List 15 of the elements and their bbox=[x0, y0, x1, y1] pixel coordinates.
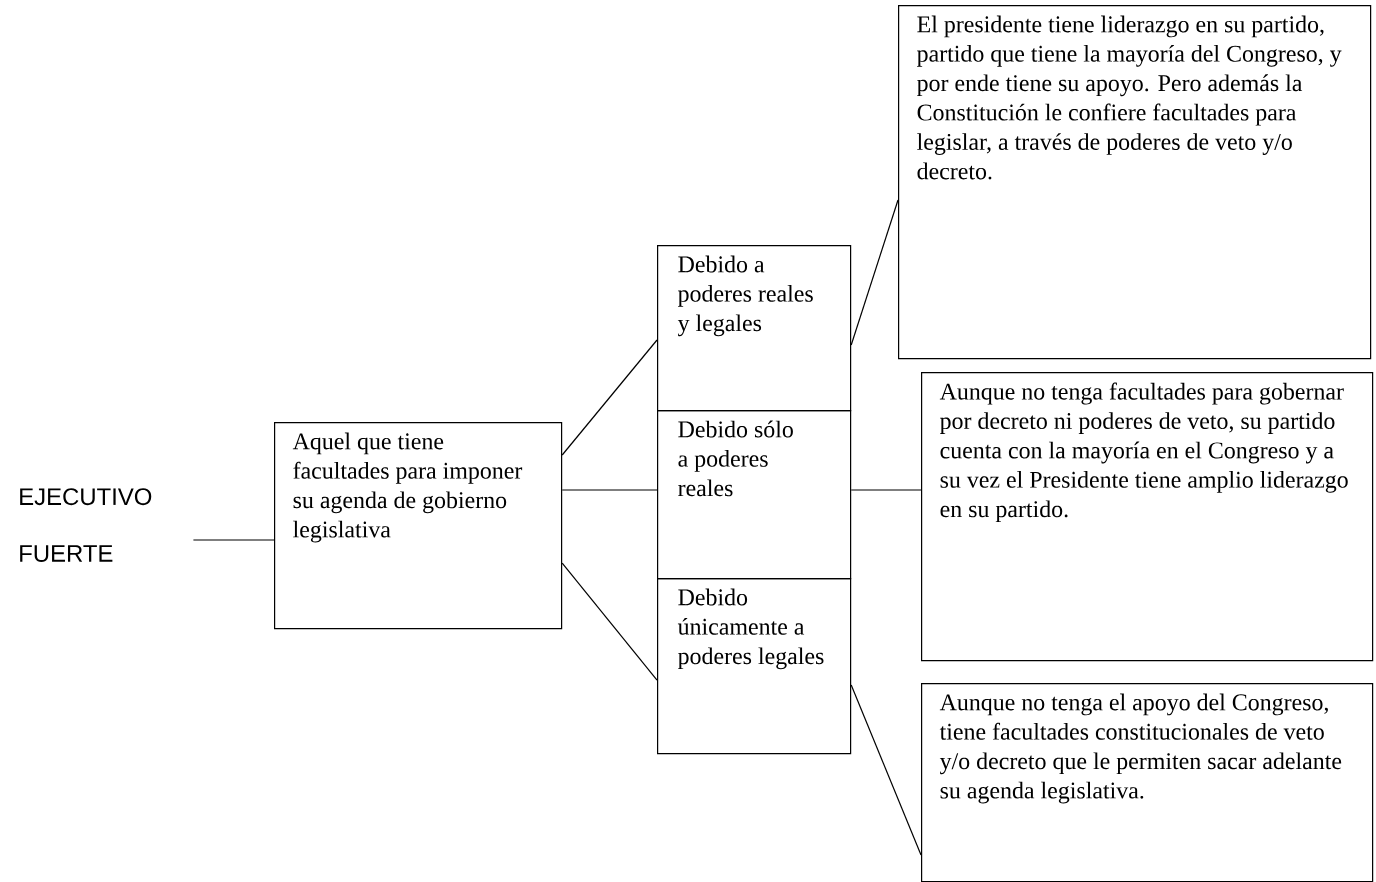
connector-line bbox=[561, 562, 658, 681]
text-box: Aquel que tiene facultades para imponer su agenda de gobierno legislativa bbox=[274, 422, 563, 630]
text-box: Debido a poderes reales y legales bbox=[657, 245, 852, 412]
connector-line bbox=[850, 199, 899, 346]
text-box: El presidente tiene liderazgo en su partido, partido que tiene la mayoría del Congreso, y por ende tiene su apoyo. Pero además la Constitución le confiere facultades para legislar, a través de poderes de veto y/o decreto. bbox=[898, 5, 1372, 360]
text-box: Debido únicamente a poderes legales bbox=[657, 578, 852, 755]
text-box: Aunque no tenga facultades para gobernar por decreto ni poderes de veto, su partido cuenta con la mayoría en el Congreso y a su vez el Presidente tiene amplio liderazgo en su partido. bbox=[921, 372, 1374, 662]
connector-line bbox=[850, 684, 922, 856]
text-box: Aunque no tenga el apoyo del Congreso, tiene facultades constitucionales de veto y/o decreto que le permiten sacar adelante su agenda legislativa. bbox=[921, 683, 1374, 882]
title-label: EJECUTIVO FUERTE bbox=[20, 488, 152, 562]
connector-line bbox=[561, 489, 658, 491]
text-box: Debido sólo a poderes reales bbox=[657, 410, 852, 580]
connector-line bbox=[561, 339, 658, 456]
connector-line bbox=[192, 539, 275, 541]
connector-line bbox=[850, 489, 922, 491]
